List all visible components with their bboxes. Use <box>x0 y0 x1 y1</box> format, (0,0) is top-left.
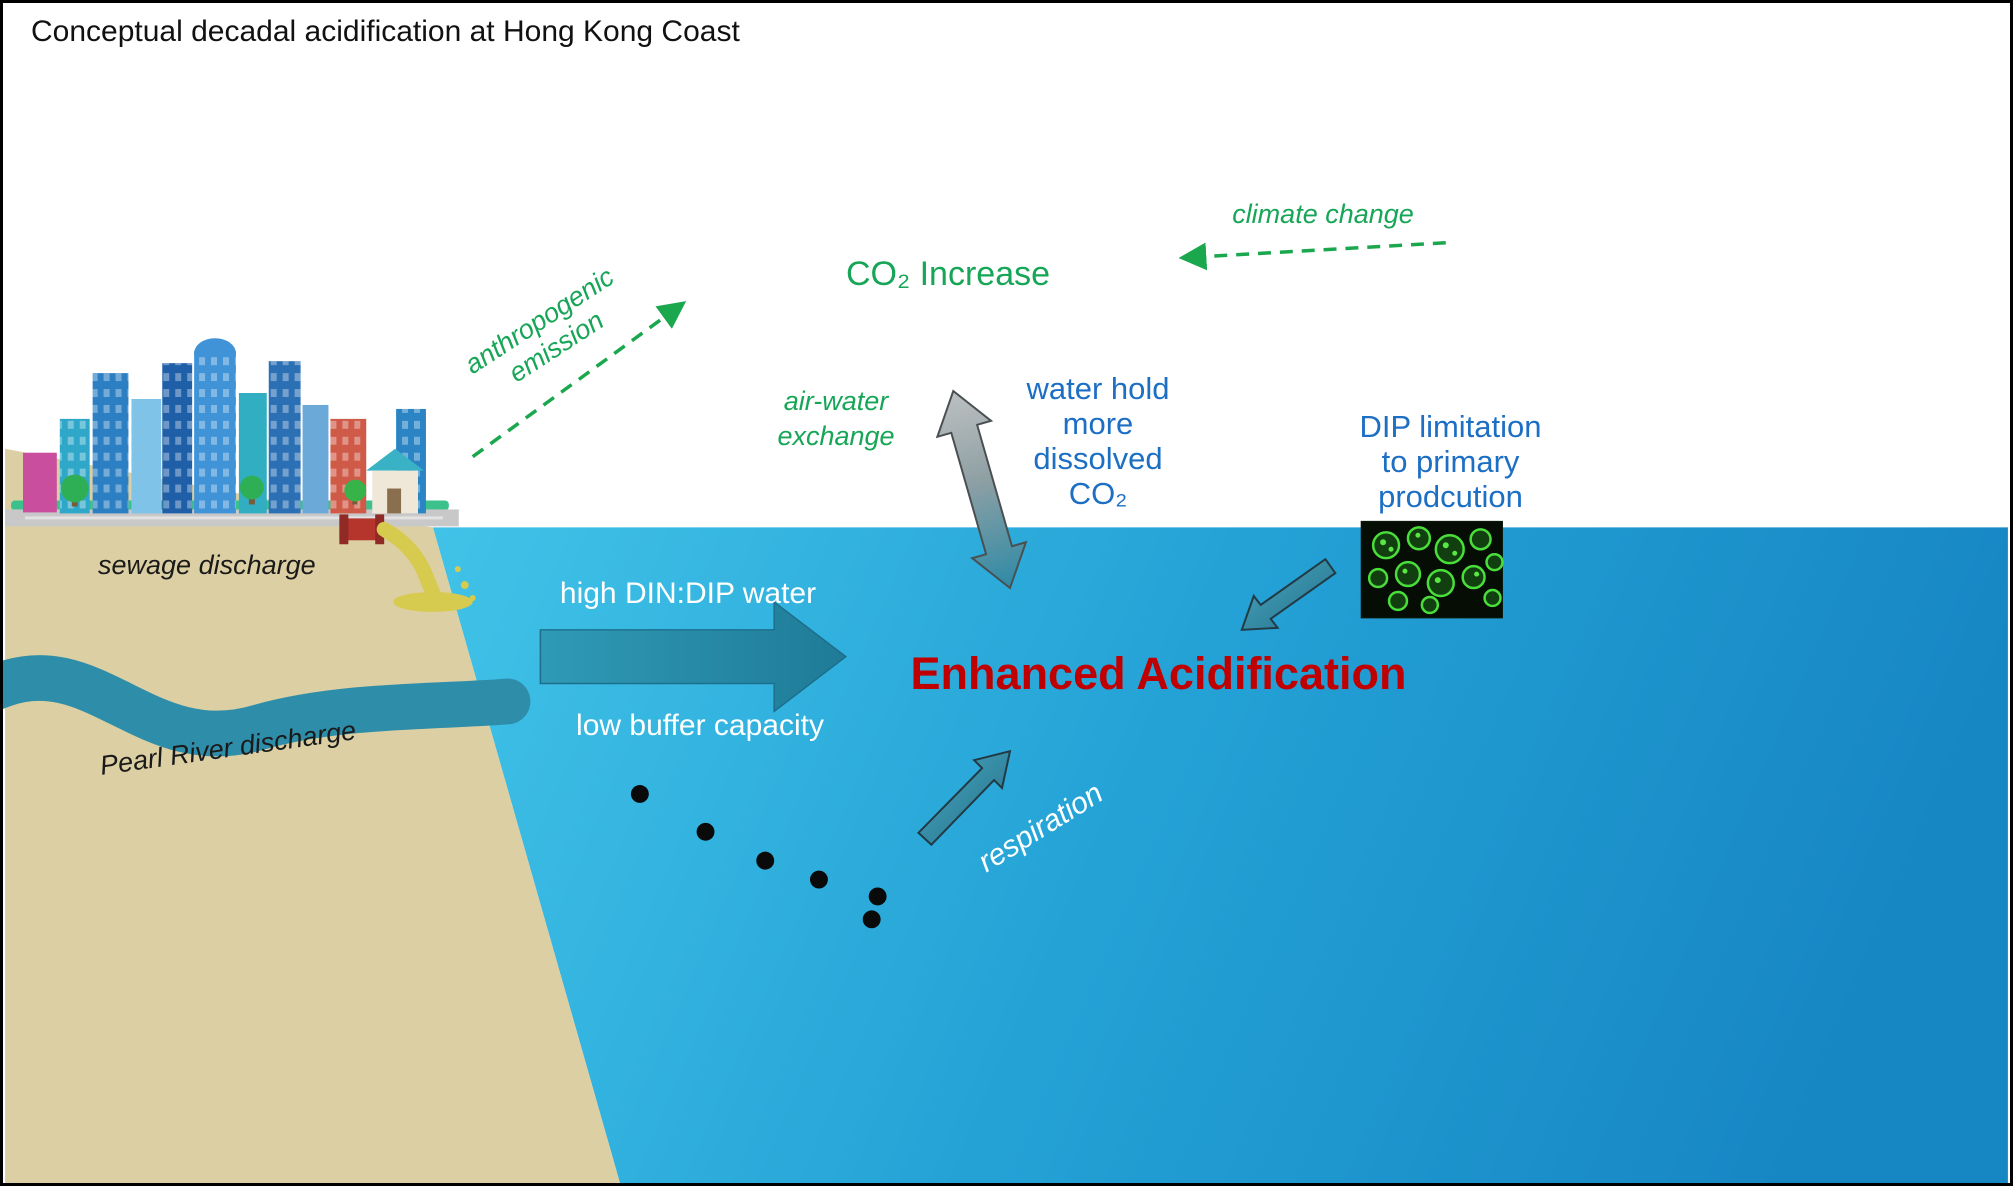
water-hold-co2-label: water hold more dissolved CO₂ <box>1026 371 1170 511</box>
climate-change-label: climate change <box>1232 199 1414 229</box>
pearl-river-illustration <box>3 655 531 757</box>
climate-change-arrow <box>1178 241 1446 271</box>
sewage-discharge-label: sewage discharge <box>98 550 316 580</box>
city-skyline-illustration <box>5 338 459 527</box>
dip-limitation-label: DIP limitation to primary prodcution <box>1359 409 1542 514</box>
dip-limitation-arrow <box>1240 557 1337 631</box>
low-buffer-label: low buffer capacity <box>576 709 824 742</box>
air-water-exchange-arrow <box>935 389 1028 590</box>
diagram-title: Conceptual decadal acidification at Hong… <box>31 15 740 48</box>
particle-dots <box>630 785 887 929</box>
phytoplankton-micrograph <box>1360 520 1504 619</box>
din-dip-water-arrow <box>539 600 848 713</box>
enhanced-acidification-label: Enhanced Acidification <box>910 648 1407 699</box>
sewage-stream-illustration <box>376 521 476 612</box>
high-din-dip-label: high DIN:DIP water <box>559 577 817 610</box>
sea-water <box>432 527 2008 1183</box>
respiration-arrow <box>917 749 1012 847</box>
scene-graphics <box>3 241 2008 1183</box>
air-water-exchange-label: air-water exchange <box>777 386 895 452</box>
land-area <box>5 448 620 1183</box>
co2-increase-label: CO₂ Increase <box>845 255 1051 293</box>
